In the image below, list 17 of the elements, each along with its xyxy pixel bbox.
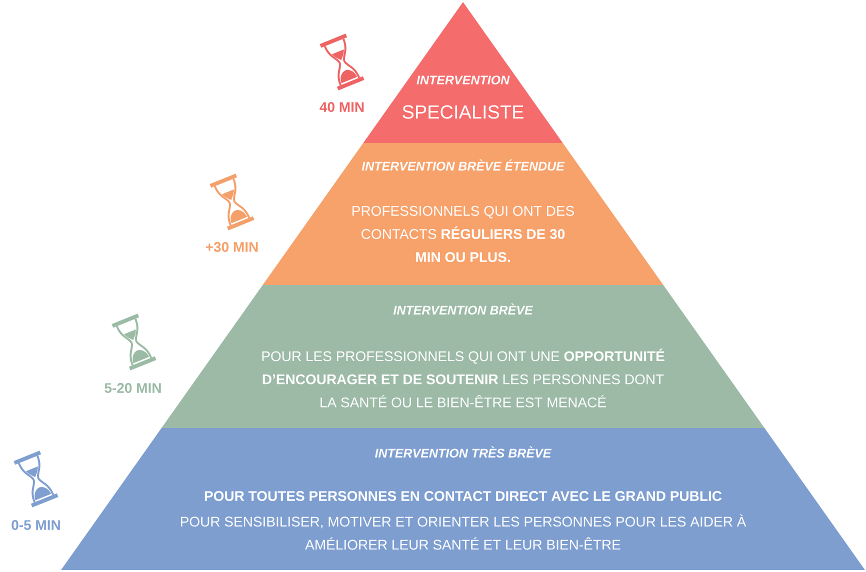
- level-heading: INTERVENTION BRÈVE: [393, 303, 534, 315]
- time-label: 40 MIN: [320, 102, 364, 112]
- time-label: 0-5 MIN: [12, 520, 60, 530]
- level-text: SPECIALISTE: [402, 105, 524, 119]
- level-text: POUR TOUTES PERSONNES EN CONTACT DIRECT AVEC LE GRAND PUBLIC: [204, 491, 722, 501]
- time-label: +30 MIN: [206, 242, 258, 252]
- pyramid-band: [162, 285, 765, 428]
- pyramid-band: [262, 143, 664, 285]
- level-heading: INTERVENTION TRÈS BRÈVE: [375, 446, 552, 458]
- pyramid-band: [363, 2, 563, 143]
- level-heading: INTERVENTION: [416, 76, 510, 84]
- level-text: PROFESSIONNELS QUI ONT DES CONTACTS RÉGULIERS DE 30 MIN OU PLUS.: [352, 206, 574, 262]
- level-heading: INTERVENTION BRÈVE ÉTENDUE: [362, 159, 565, 171]
- pyramid-band: [61, 428, 866, 570]
- time-label: 5-20 MIN: [104, 383, 161, 393]
- level-text: POUR LES PROFESSIONNELS QUI ONT UNE OPPORTUNITÉ D’ENCOURAGER ET DE SOUTENIR LES PERSONNES DONT LA SANTÉ OU LE BIEN-ÊTRE EST MENACÉ: [262, 348, 664, 408]
- level-text: POUR SENSIBILISER, MOTIVER ET ORIENTER LES PERSONNES POUR LES AIDER À AMÉLIORER LEUR SANTÉ ET LEUR BIEN-ÊTRE: [180, 514, 746, 550]
